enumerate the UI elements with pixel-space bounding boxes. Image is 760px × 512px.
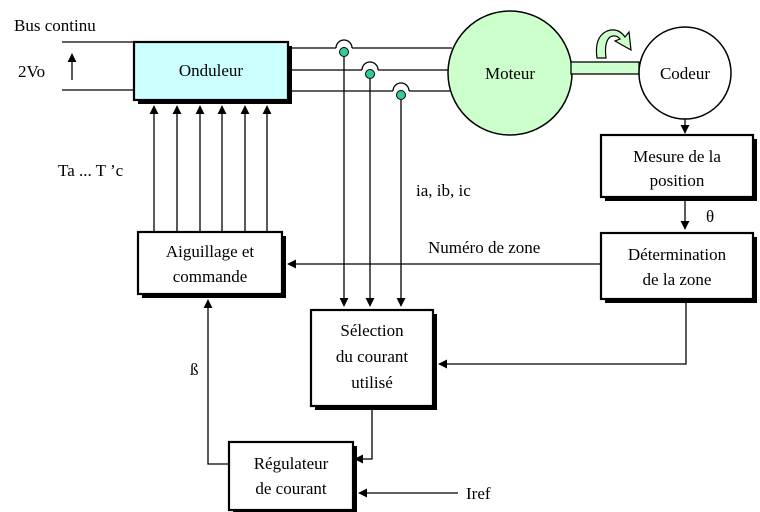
sensor-hoop-c — [392, 82, 410, 92]
selection-line-3: utilisé — [351, 373, 393, 392]
aiguillage-commande-block: Aiguillage et commande — [136, 230, 286, 298]
regulateur-courant-block: Régulateur de courant — [227, 440, 357, 512]
gate-signals-label: Ta ... T ’c — [58, 161, 124, 180]
mesure-position-block: Mesure de la position — [599, 133, 757, 201]
bus-label: Bus continu — [14, 16, 96, 35]
codeur-label: Codeur — [660, 64, 710, 83]
zone-number-label: Numéro de zone — [428, 238, 540, 257]
current-sensor-a — [339, 47, 349, 57]
regulateur-line-1: Régulateur — [254, 454, 329, 473]
gate-signal-arrows — [149, 105, 272, 232]
sensor-hoop-a — [335, 39, 353, 49]
determination-line-1: Détermination — [628, 245, 727, 264]
selection-courant-block: Sélection du courant utilisé — [309, 308, 437, 410]
current-sensor-b — [365, 69, 375, 79]
current-sensor-c — [396, 90, 406, 100]
rotation-arrow-icon — [595, 29, 632, 59]
regulateur-line-2: de courant — [255, 479, 327, 498]
mesure-line-1: Mesure de la — [633, 147, 721, 166]
beta-label: ß — [190, 360, 199, 379]
theta-label: θ — [706, 207, 714, 226]
aiguillage-line-1: Aiguillage et — [166, 242, 255, 261]
moteur-block: Moteur — [447, 10, 573, 136]
aiguillage-line-2: commande — [173, 267, 248, 286]
onduleur-label: Onduleur — [179, 61, 244, 80]
mesure-line-2: position — [650, 171, 705, 190]
determination-line-2: de la zone — [643, 270, 712, 289]
sensor-hoop-b — [361, 61, 379, 71]
iref-label: Iref — [466, 484, 491, 503]
voltage-label: 2Vo — [18, 62, 45, 81]
moteur-label: Moteur — [485, 64, 535, 83]
currents-label: ia, ib, ic — [416, 181, 471, 200]
motor-shaft — [570, 61, 640, 75]
selection-line-1: Sélection — [340, 321, 404, 340]
codeur-block: Codeur — [638, 26, 732, 120]
selection-line-2: du courant — [336, 347, 409, 366]
onduleur-block: Onduleur — [132, 40, 292, 104]
determination-zone-block: Détermination de la zone — [599, 231, 757, 303]
